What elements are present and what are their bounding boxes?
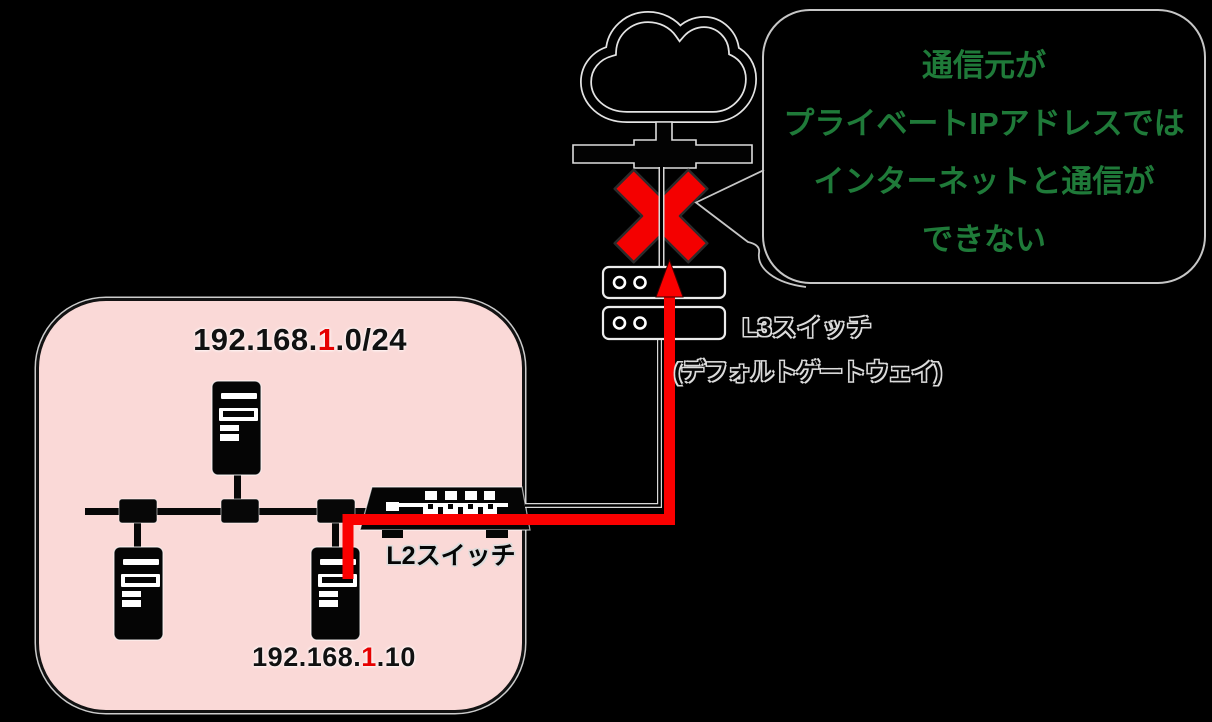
l2-switch-icon <box>359 486 531 538</box>
lan-bus-line <box>85 473 377 549</box>
highlighted-octet: 1 <box>317 322 336 357</box>
bus-junction <box>118 498 158 524</box>
bus-junction <box>220 498 260 524</box>
highlighted-octet: 1 <box>361 642 377 672</box>
callout-line: インターネットと通信が <box>813 164 1155 199</box>
host-ip-label: 192.168.1.10 <box>252 642 416 672</box>
l2-switch-label: L2スイッチ <box>386 542 516 570</box>
callout-line: 通信元が <box>922 48 1046 83</box>
red-arrow-path <box>342 258 684 579</box>
server-icon-left <box>113 546 164 641</box>
connector-line <box>332 521 339 549</box>
callout-line: できない <box>922 222 1046 257</box>
callout-text: 通信元が プライベートIPアドレスでは インターネットと通信が できない <box>764 37 1204 269</box>
l3-switch-sublabel: (デフォルトゲートウェイ) <box>674 359 942 386</box>
l2-l3-link-line <box>525 340 662 508</box>
speech-bubble: 通信元が プライベートIPアドレスでは インターネットと通信が できない <box>762 9 1206 284</box>
connector-line <box>234 473 241 510</box>
l3-switch-label: L3スイッチ <box>742 314 872 342</box>
subnet-label: 192.168.1.0/24 <box>193 322 407 357</box>
callout-line: プライベートIPアドレスでは <box>783 106 1185 141</box>
network-hub-icon <box>572 121 753 169</box>
server-icon-top <box>211 380 262 476</box>
internet-cloud-icon <box>579 10 758 123</box>
speech-bubble-tail <box>694 169 807 288</box>
connector-line <box>134 521 141 549</box>
